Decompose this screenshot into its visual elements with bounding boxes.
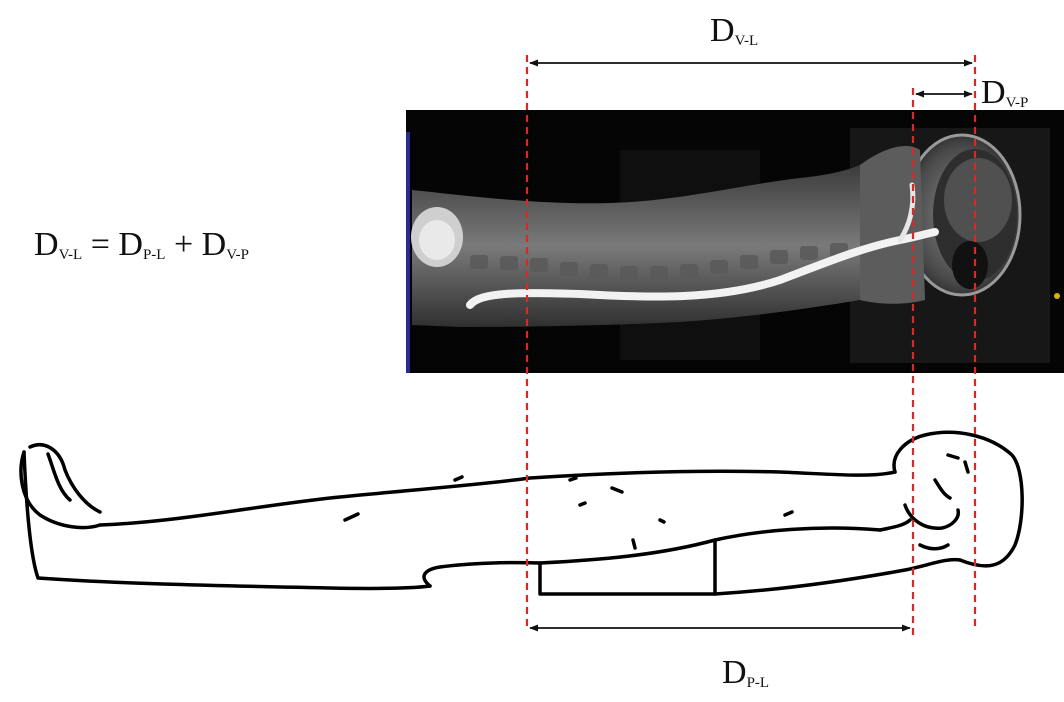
mri-image xyxy=(406,110,1064,373)
label-d-vp: DV-P xyxy=(981,76,1028,111)
label-d-vl: DV-L xyxy=(710,14,758,49)
label-d-pl: DP-L xyxy=(722,656,769,691)
body-outline xyxy=(21,432,1022,594)
distance-equation: DV-L = DP-L + DV-P xyxy=(34,226,249,264)
